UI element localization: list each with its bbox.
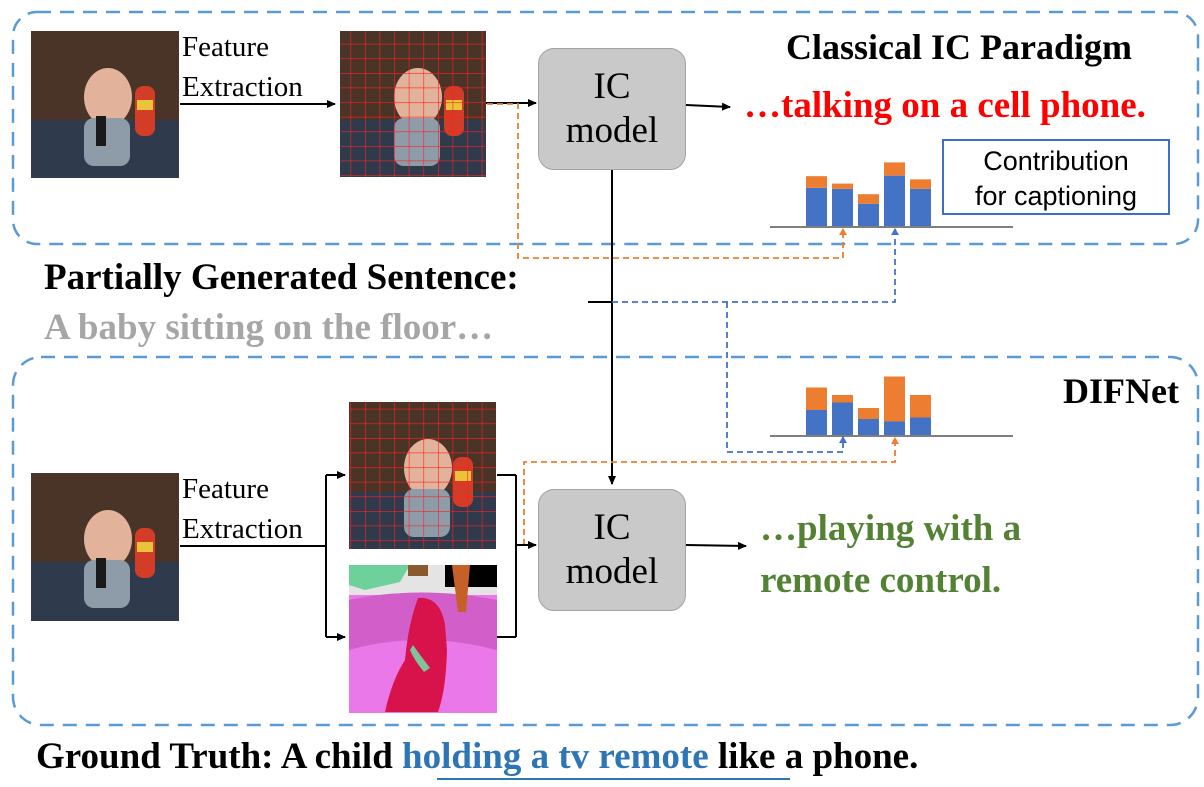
contribution-label-box: Contribution for captioning xyxy=(942,139,1170,215)
difnet-feature-label-line1: Feature xyxy=(182,473,269,505)
difnet-model-to-output-arrow xyxy=(685,541,747,550)
difnet-model-line2: model xyxy=(565,551,659,592)
difnet-title: DIFNet xyxy=(1063,371,1179,411)
classical-output-caption: …talking on a cell phone. xyxy=(744,85,1146,126)
classical-feature-label-line2: Extraction xyxy=(182,71,303,103)
classical-model-line2: model xyxy=(565,110,659,151)
difnet-bar-3-orange xyxy=(858,408,879,419)
difnet-feature-label-line2: Extraction xyxy=(182,513,303,545)
ground-truth-highlight: holding a tv remote xyxy=(402,736,718,777)
difnet-bar-2-orange xyxy=(832,395,853,403)
difnet-bar-4-blue xyxy=(884,421,905,435)
classical-region-border xyxy=(11,10,1200,246)
difnet-bar-1-blue xyxy=(806,410,827,435)
difnet-model-line1: IC xyxy=(593,507,631,548)
difnet-ic-model-box: IC model xyxy=(538,489,686,611)
difnet-feature-label: Feature Extraction xyxy=(182,469,303,549)
classical-input-photo xyxy=(31,31,179,178)
classical-feature-label-line1: Feature xyxy=(182,31,269,63)
classical-bar-3-blue xyxy=(858,203,879,226)
difnet-output-line1: …playing with a xyxy=(760,508,1022,549)
partial-sentence-text: A baby sitting on the floor… xyxy=(44,307,494,348)
classical-feature-label: Feature Extraction xyxy=(182,27,303,107)
difnet-blue-dashed-path xyxy=(726,302,847,453)
classical-bar-2-blue xyxy=(832,188,853,226)
ground-truth-suffix: like a phone. xyxy=(717,736,919,777)
classical-grid-photo xyxy=(340,31,486,177)
classical-bar-4-orange xyxy=(884,162,905,176)
classical-bar-5-blue xyxy=(910,188,931,226)
classical-bar-2-orange xyxy=(832,183,853,189)
difnet-segmentation-map xyxy=(349,565,497,713)
ground-truth: Ground Truth: A child holding a tv remot… xyxy=(36,735,918,778)
difnet-orange-dashed-path xyxy=(523,437,899,545)
classical-bar-3-orange xyxy=(858,194,879,204)
difnet-bar-4-orange xyxy=(884,376,905,422)
partial-sentence-heading: Partially Generated Sentence: xyxy=(44,257,519,298)
contribution-line2: for captioning xyxy=(974,181,1138,211)
classical-bar-5-orange xyxy=(910,179,931,189)
classical-bar-1-blue xyxy=(806,187,827,226)
difnet-output-caption: …playing with a remote control. xyxy=(760,503,1021,607)
classical-title: Classical IC Paradigm xyxy=(786,27,1132,67)
difnet-bar-3-blue xyxy=(858,419,879,435)
classical-model-to-output-arrow xyxy=(685,102,731,111)
contribution-line1: Contribution xyxy=(983,146,1129,176)
difnet-bar-1-orange xyxy=(806,387,827,410)
classical-model-line1: IC xyxy=(593,66,631,107)
classical-bar-chart xyxy=(806,162,931,226)
classical-bar-4-blue xyxy=(884,175,905,226)
difnet-output-line2: remote control. xyxy=(760,560,1002,601)
difnet-region-border xyxy=(11,355,1200,727)
difnet-input-photo xyxy=(31,473,179,621)
classical-bar-1-orange xyxy=(806,176,827,188)
classical-ic-model-box: IC model xyxy=(538,48,686,170)
difnet-grid-photo xyxy=(349,402,496,549)
difnet-bar-2-blue xyxy=(832,402,853,435)
difnet-bar-5-blue xyxy=(910,417,931,435)
ground-truth-prefix: Ground Truth: A child xyxy=(36,736,403,777)
classical-blue-dashed-path xyxy=(612,228,899,303)
classical-orange-dashed-path xyxy=(487,103,847,259)
difnet-bar-chart xyxy=(806,376,931,435)
difnet-bar-5-orange xyxy=(910,395,931,418)
